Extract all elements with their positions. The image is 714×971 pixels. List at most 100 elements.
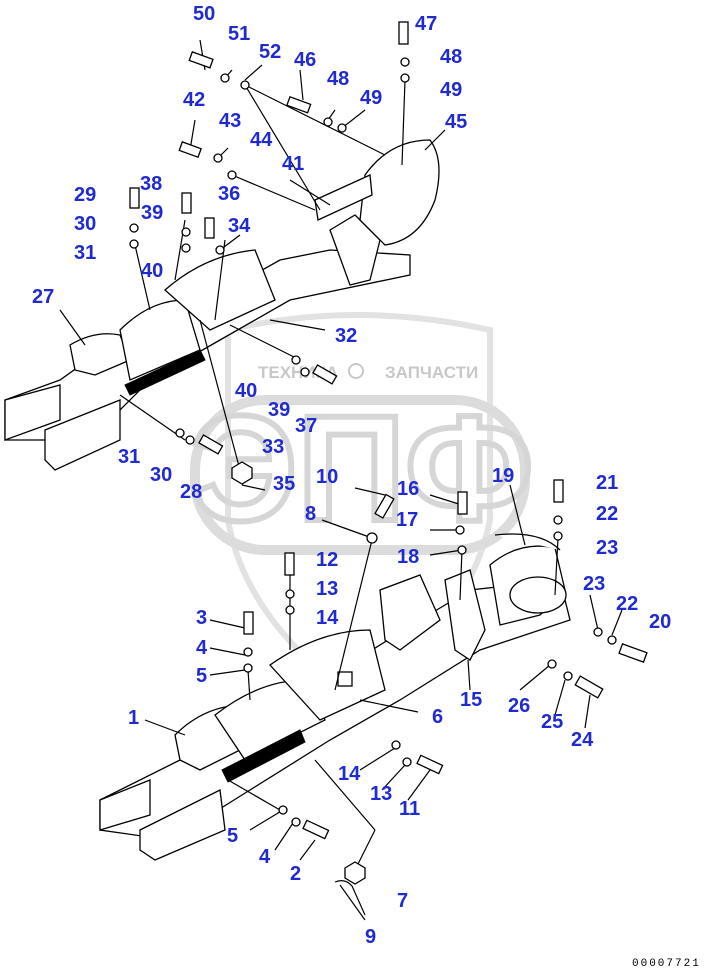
guard-shield-40 [119,299,201,381]
callout-11: 11 [399,798,420,820]
callout-52: 52 [259,41,281,63]
bolt-37-icon [312,364,338,385]
callout-13: 13 [316,578,338,600]
callout-1: 1 [128,707,139,729]
callout-labels: 50 51 52 47 48 49 46 48 49 45 42 43 44 4… [32,3,671,948]
clip-plate [337,671,353,687]
washer-49b-icon [400,73,410,83]
callout-20: 20 [649,611,671,633]
washer-18-icon [457,545,467,555]
washer-17-icon [455,525,465,535]
callout-23: 23 [596,537,618,559]
watermark-gear-icon [348,363,364,379]
bolt-3-icon [243,611,254,635]
callout-26: 26 [508,695,530,717]
guard-shadow [124,349,206,396]
callout-45: 45 [445,111,467,133]
callout-27: 27 [32,286,54,308]
callout-12: 12 [316,549,338,571]
washer-48-icon [323,117,333,127]
callout-21: 21 [596,472,618,494]
bolt-29-icon [129,187,140,209]
callout-39: 39 [141,202,163,224]
bolt-2-icon [302,819,330,840]
callout-39b: 39 [268,399,290,421]
washer-30b-icon [185,435,195,445]
callout-10: 10 [316,466,338,488]
callout-31: 31 [74,242,96,264]
washer-4-icon [243,647,253,657]
bolt-28-icon [198,434,224,455]
bracket-plate-lower [379,574,441,651]
guard-end-left-lower [99,779,151,831]
callout-2: 2 [290,863,301,885]
washer-4b-icon [291,817,301,827]
washer-49-icon [337,123,347,133]
callout-32: 32 [335,325,357,347]
callout-36: 36 [218,183,240,205]
callout-3: 3 [196,607,207,629]
callout-51: 51 [228,23,250,45]
washer-52-icon [240,80,250,90]
washer-22b-icon [607,635,617,645]
guard-shield-14 [269,629,386,721]
callout-49: 49 [360,87,382,109]
callout-30: 30 [74,213,96,235]
callout-4b: 4 [259,846,271,868]
callout-41: 41 [282,153,304,175]
bolt-46-icon [286,95,312,114]
cover-45 [359,139,440,246]
bolt-11-icon [416,754,444,775]
washer-51-icon [220,73,230,83]
callout-40: 40 [141,260,163,282]
bolt-50-icon [188,51,214,69]
watermark: ЭПФ ТЕХНИКА ЗАПЧАСТИ [188,312,536,704]
guard-lower-plate-2 [139,789,226,861]
callout-37: 37 [295,415,317,437]
bracket-plate [329,214,381,286]
callout-49b: 49 [440,79,462,101]
bolt-10-icon [374,493,395,519]
callout-43: 43 [219,110,241,132]
bolt-20-icon [618,643,648,663]
washer-31-icon [129,239,139,249]
bolt-36-icon [204,217,215,239]
washer-48b-icon [400,57,410,67]
callout-18: 18 [397,546,419,568]
callout-22b: 22 [616,593,638,615]
callout-30b: 30 [150,464,172,486]
callout-34: 34 [228,215,251,237]
callout-9: 9 [365,926,376,948]
washer-40b-icon [291,355,301,365]
washer-22-icon [553,515,563,525]
nut-33-icon [231,461,253,485]
upper-guard-assembly [4,139,440,471]
washer-40-icon [181,243,191,253]
callout-7: 7 [397,890,408,912]
lower-leader-lines [144,484,623,921]
washer-25-icon [563,671,573,681]
watermark-brand-right: ЗАПЧАСТИ [385,363,478,382]
callout-28: 28 [180,481,202,503]
upper-leader-lines [59,39,446,491]
callout-33: 33 [262,436,284,458]
washer-14-icon [285,605,295,615]
callout-42: 42 [183,89,205,111]
lower-guard-assembly [99,533,571,861]
washer-8-icon [366,532,378,544]
callout-22: 22 [596,503,618,525]
bolt-47-icon [398,21,409,45]
callout-6: 6 [432,706,443,728]
washer-39-icon [181,227,191,237]
nut-7-icon [344,861,366,885]
callout-47: 47 [415,13,437,35]
callout-14b: 14 [338,763,361,785]
bracket-41 [314,174,373,221]
washer-30-icon [129,223,139,233]
washer-34-icon [215,245,225,255]
washer-23-icon [553,531,563,541]
upper-fasteners [129,21,410,485]
bolt-42-icon [178,141,202,159]
